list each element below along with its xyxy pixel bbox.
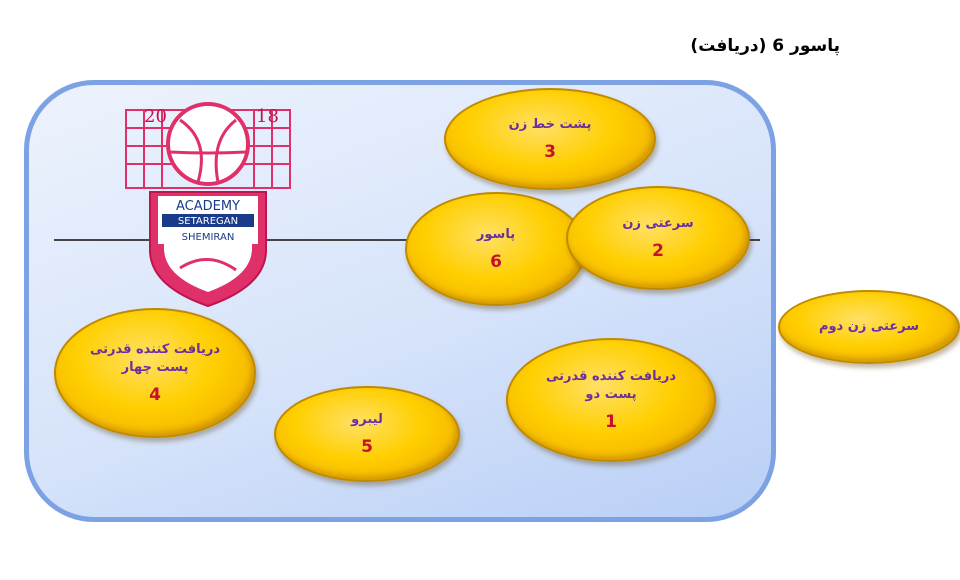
logo-year-right: 18: [256, 106, 279, 127]
player-2-number: 2: [652, 241, 664, 261]
player-5: لیبرو 5: [274, 386, 460, 482]
player-3: پشت خط زن 3: [444, 88, 656, 190]
player-1: دریافت کننده قدرتی پست دو 1: [506, 338, 716, 462]
logo-line-setaregan: SETAREGAN: [178, 216, 238, 227]
player-5-number: 5: [361, 437, 373, 457]
player-5-role: لیبرو: [351, 412, 383, 427]
player-1-role: دریافت کننده قدرتی پست دو: [545, 369, 677, 402]
player-2: سرعتی زن 2: [566, 186, 750, 290]
logo-line-shemiran: SHEMIRAN: [182, 232, 235, 243]
substitute-role: سرعتی زن دوم: [818, 319, 920, 334]
player-4-role: دریافت کننده قدرتی پست چهار: [89, 342, 221, 375]
page-title: پاسور 6 (دریافت): [690, 36, 840, 56]
player-4: دریافت کننده قدرتی پست چهار 4: [54, 308, 256, 438]
player-6-number: 6: [490, 252, 502, 272]
substitute-player: سرعتی زن دوم: [778, 290, 960, 364]
logo-year-left: 20: [144, 106, 167, 127]
logo-line-academy: ACADEMY: [176, 199, 240, 214]
player-4-number: 4: [149, 385, 161, 405]
academy-logo: 20 18 ACADEMY SETAREGAN SHEMIRAN: [125, 102, 291, 308]
player-1-number: 1: [605, 412, 617, 432]
player-6-role: پاسور: [476, 227, 516, 242]
player-3-number: 3: [544, 142, 556, 162]
player-2-role: سرعتی زن: [622, 216, 694, 231]
player-3-role: پشت خط زن: [508, 117, 592, 132]
player-6: پاسور 6: [405, 192, 587, 306]
